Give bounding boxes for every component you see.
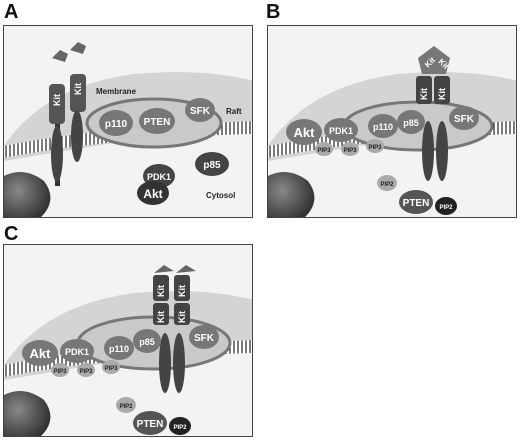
kit-label-2: Kit	[437, 88, 447, 100]
sfk-protein	[189, 325, 219, 349]
kit-label-3: Kit	[156, 311, 166, 323]
pip3-lipid	[77, 363, 95, 377]
p85-protein	[195, 152, 229, 176]
panel-c: Kit Kit Kit Kit Akt PDK1 p110 p85 SFK PI…	[3, 244, 253, 437]
akt-label: Akt	[143, 187, 162, 201]
p110-label: p110	[105, 119, 128, 130]
sfk-label: SFK	[190, 106, 211, 117]
pip3-lipid	[366, 139, 384, 153]
pip2-label: PIP2	[439, 205, 453, 211]
pten-label: PTEN	[144, 117, 171, 128]
pip3-label: PIP3	[104, 366, 118, 372]
pip3-label: PIP3	[343, 148, 357, 154]
pten-label: PTEN	[403, 198, 430, 209]
pip2-label: PIP2	[380, 182, 394, 188]
panel-b-diagram: Kit Kit Kit Kit Akt PDK1 p110 p85 SFK PI…	[268, 46, 516, 217]
pip3-label: PIP3	[79, 369, 93, 375]
kit-label-4: Kit	[177, 311, 187, 323]
pdk1-label: PDK1	[329, 126, 353, 136]
p110-label: p110	[373, 122, 393, 132]
pip2-label: PIP2	[119, 404, 133, 410]
pip2-lipid	[377, 175, 397, 191]
pip2-lipid	[169, 417, 191, 435]
pip3-label: PIP3	[317, 148, 331, 154]
pip3-label: PIP3	[53, 369, 67, 375]
kit-receptor-2	[70, 42, 86, 162]
pdk1-protein	[60, 339, 94, 363]
pdk1-label: PDK1	[147, 172, 171, 182]
sfk-label: SFK	[454, 114, 475, 125]
p110-protein	[99, 110, 133, 136]
panel-b: Kit Kit Kit Kit Akt PDK1 p110 p85 SFK PI…	[267, 25, 517, 218]
akt-label: Akt	[30, 346, 52, 361]
cell-organelle	[4, 391, 51, 436]
p85-label: p85	[203, 160, 221, 171]
kit-label-1: Kit	[419, 88, 429, 100]
pip2-label: PIP2	[173, 425, 187, 431]
pten-protein	[133, 411, 167, 435]
p85-protein	[397, 110, 425, 134]
panel-c-diagram: Kit Kit Kit Kit Akt PDK1 p110 p85 SFK PI…	[4, 265, 252, 436]
sfk-protein	[449, 106, 479, 130]
pdk1-protein	[324, 118, 358, 142]
p110-protein	[368, 114, 398, 138]
akt-protein	[22, 340, 58, 366]
kit-dimer	[416, 46, 450, 181]
cell-organelle	[268, 172, 315, 217]
pip3-lipid	[102, 360, 120, 374]
p85-label: p85	[139, 337, 155, 347]
p110-label: p110	[109, 344, 129, 354]
pip3-lipid	[51, 363, 69, 377]
kit-label-2: Kit	[73, 83, 83, 95]
kit-dimer	[153, 265, 196, 393]
pten-label: PTEN	[137, 419, 164, 430]
pip3-lipid	[341, 142, 359, 156]
pip3-label: PIP3	[368, 145, 382, 151]
pdk1-label: PDK1	[65, 347, 89, 357]
akt-protein	[286, 119, 322, 145]
membrane-label: Membrane	[96, 87, 137, 96]
kit-receptor-1	[49, 50, 68, 186]
cytosol-label: Cytosol	[206, 191, 235, 200]
kit-label-2: Kit	[177, 285, 187, 297]
panel-a-letter: A	[4, 1, 19, 23]
pten-protein	[399, 190, 433, 214]
p85-label: p85	[403, 118, 419, 128]
panel-b-letter: B	[266, 1, 281, 23]
akt-protein	[137, 181, 169, 205]
sfk-protein	[185, 98, 215, 122]
raft-label: Raft	[226, 107, 242, 116]
kit-label-1: Kit	[52, 94, 62, 106]
cell-organelle	[4, 172, 51, 217]
pip3-lipid	[315, 142, 333, 156]
kit-label-1: Kit	[156, 285, 166, 297]
panel-c-letter: C	[4, 223, 19, 245]
pip2-lipid	[435, 197, 457, 215]
akt-label: Akt	[294, 125, 316, 140]
pten-protein	[139, 108, 175, 134]
panel-a-diagram: Kit Kit Membrane Raft Cytosol p110 PTEN …	[4, 42, 252, 217]
p110-protein	[104, 336, 134, 360]
p85-protein	[133, 329, 161, 353]
sfk-label: SFK	[194, 333, 215, 344]
panel-a: Kit Kit Membrane Raft Cytosol p110 PTEN …	[3, 25, 253, 218]
pip2-lipid	[116, 397, 136, 413]
